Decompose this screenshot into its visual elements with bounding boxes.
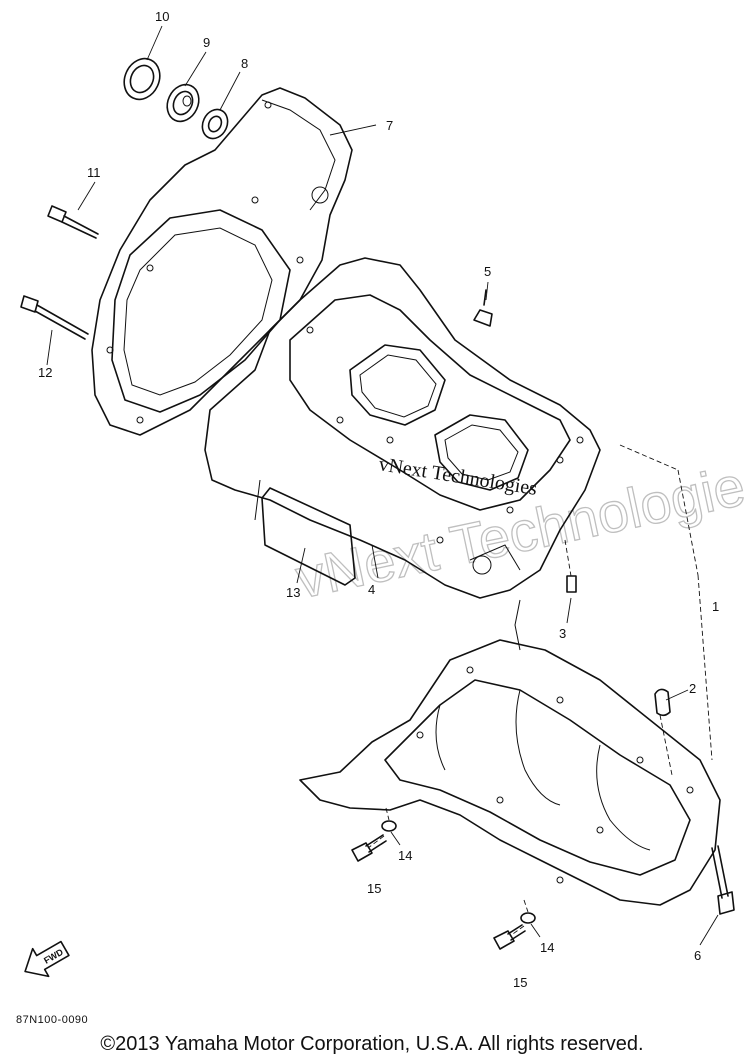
callout-label: 2 xyxy=(689,681,696,696)
leader-lines xyxy=(46,25,719,946)
bolt-part-11 xyxy=(47,205,99,239)
callout-label: 14 xyxy=(398,848,412,863)
reference-code: 87N100-0090 xyxy=(16,1014,89,1026)
crankcase-cover-part xyxy=(91,87,353,436)
callout-label: 4 xyxy=(368,582,375,597)
fwd-arrow-badge: FWD xyxy=(24,940,70,978)
callout-label: 15 xyxy=(513,975,527,990)
dowel-pin-part-3 xyxy=(566,575,577,593)
callout-label: 15 xyxy=(367,881,381,896)
callout-label: 1 xyxy=(712,599,719,614)
bolt-part-15-left xyxy=(351,834,387,862)
lower-crankcase-part xyxy=(299,599,721,906)
upper-crankcase-part xyxy=(204,257,601,599)
washer-part-14-left xyxy=(381,820,397,832)
copyright-notice: ©2013 Yamaha Motor Corporation, U.S.A. A… xyxy=(100,1033,644,1055)
oil-seal-part xyxy=(123,57,161,101)
callout-label: 5 xyxy=(484,264,491,279)
bolt-part-5 xyxy=(473,289,493,327)
callout-label: 6 xyxy=(694,948,701,963)
callout-label: 9 xyxy=(203,35,210,50)
bearing-part xyxy=(166,83,200,123)
bolt-part-12 xyxy=(20,295,89,340)
bolt-part-15-right xyxy=(493,924,526,950)
callout-label: 11 xyxy=(87,165,101,180)
gasket-plate-part xyxy=(261,487,356,586)
callout-label: 7 xyxy=(386,118,393,133)
callout-label: 13 xyxy=(286,585,300,600)
exploded-parts-diagram: vNext Technologies vNext Technologies xyxy=(20,9,744,990)
callout-label: 3 xyxy=(559,626,566,641)
washer-part-14-right xyxy=(520,912,536,924)
callout-label: 14 xyxy=(540,940,554,955)
callout-label: 10 xyxy=(155,9,169,24)
dowel-pin-part-2 xyxy=(654,688,671,717)
callout-label: 12 xyxy=(38,365,52,380)
long-bolt-part-6 xyxy=(711,845,735,915)
callout-label: 8 xyxy=(241,56,248,71)
fwd-badge-label: FWD xyxy=(42,947,65,966)
small-bearing-part xyxy=(201,108,229,140)
callout-labels: 1 2 3 4 5 6 7 8 9 10 11 12 13 14 14 15 1… xyxy=(38,9,719,990)
